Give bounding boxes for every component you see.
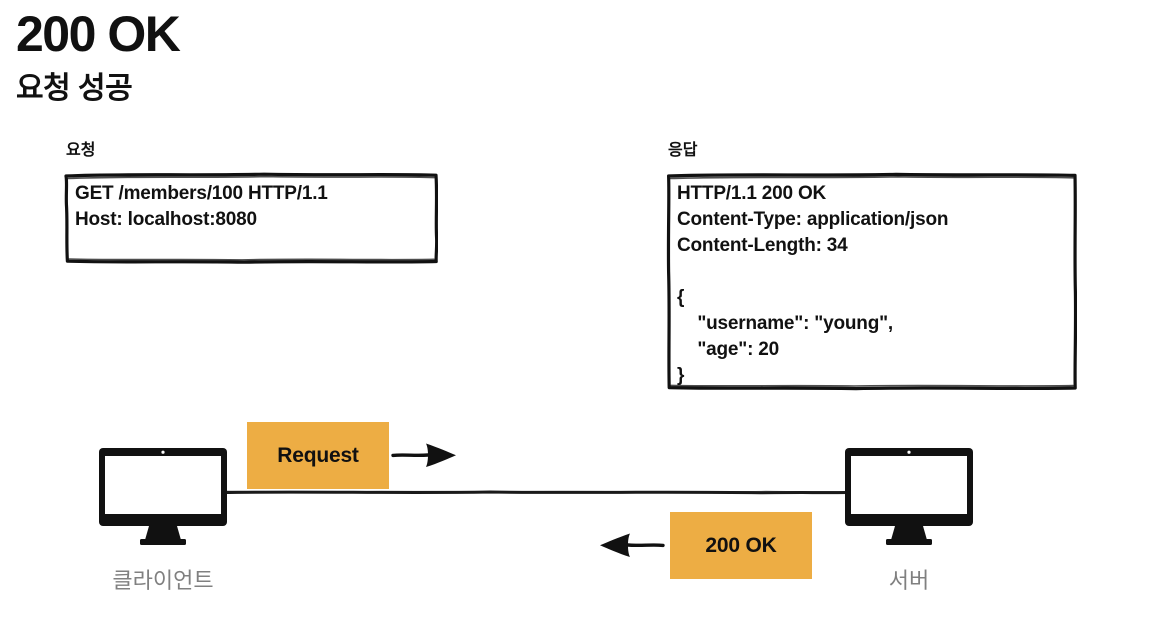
- request-flow-label: Request: [277, 443, 359, 467]
- server-label: 서버: [888, 568, 930, 593]
- request-flow-box: Request: [247, 422, 389, 489]
- response-message-box: HTTP/1.1 200 OK Content-Type: applicatio…: [666, 172, 1077, 391]
- client-server-connector-line: [220, 490, 860, 495]
- arrow-left-icon: [600, 533, 665, 557]
- client-monitor-icon: [99, 448, 227, 545]
- response-section-caption: 응답: [668, 142, 698, 159]
- response-flow-label: 200 OK: [705, 533, 777, 557]
- response-flow-box: 200 OK: [670, 512, 812, 579]
- request-section-caption: 요청: [66, 142, 96, 159]
- client-label: 클라이언트: [112, 568, 214, 593]
- page-title: 200 OK: [16, 6, 181, 62]
- arrow-right-icon: [391, 443, 456, 467]
- response-message-text: HTTP/1.1 200 OK Content-Type: applicatio…: [677, 183, 949, 386]
- server-monitor-icon: [845, 448, 973, 545]
- request-message-text: GET /members/100 HTTP/1.1 Host: localhos…: [75, 183, 328, 230]
- request-message-box: GET /members/100 HTTP/1.1 Host: localhos…: [64, 172, 438, 264]
- page-subtitle: 요청 성공: [16, 72, 133, 105]
